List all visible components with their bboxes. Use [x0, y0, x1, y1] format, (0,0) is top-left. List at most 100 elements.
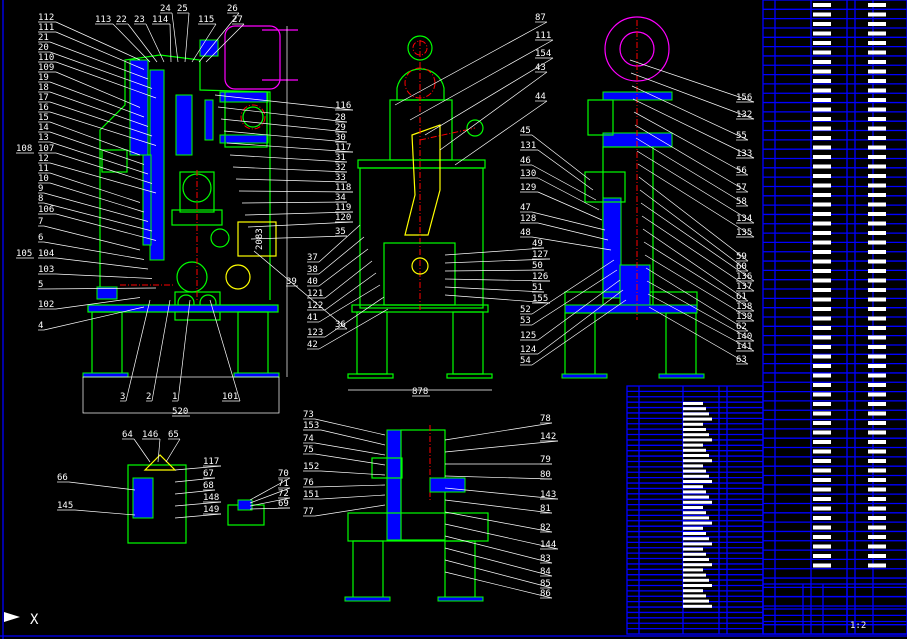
parts-list-cell-text — [868, 240, 886, 245]
parts-list-cell-text — [868, 563, 886, 568]
leader-line — [444, 535, 553, 564]
leader-line — [444, 559, 553, 589]
leader-line — [642, 228, 749, 302]
part-label: 118 — [335, 183, 351, 193]
leader-line — [444, 547, 553, 577]
leader-line — [531, 299, 627, 366]
parts-list-cell-text — [868, 297, 886, 302]
leader-line — [537, 191, 603, 221]
part-label: 71 — [278, 479, 289, 489]
leader-line — [409, 39, 554, 121]
leader-line — [444, 523, 559, 550]
part-label: 78 — [540, 414, 551, 424]
part-label: 40 — [307, 277, 318, 287]
parts-list-cell-text — [813, 22, 831, 26]
part-label: 61 — [736, 292, 747, 302]
parts-list-cell-text — [683, 448, 706, 452]
parts-list-cell-text — [683, 495, 709, 499]
parts-list-cell-text — [683, 438, 712, 442]
parts-list-cell-text — [683, 433, 709, 437]
part-label: 59 — [736, 252, 747, 262]
parts-list-cell-text — [868, 22, 886, 26]
parts-list-cell-text — [813, 383, 831, 387]
leader-line — [49, 131, 145, 165]
parts-list-cell-text — [868, 440, 886, 444]
parts-list-cell-text — [868, 459, 886, 463]
leader-line — [537, 222, 609, 241]
leader-line — [249, 497, 291, 507]
parts-list-cell-text — [813, 563, 831, 568]
parts-list-cell-text — [868, 345, 886, 349]
part-label: 41 — [307, 313, 318, 323]
part-label: 131 — [520, 141, 536, 151]
parts-list-cell-text — [683, 568, 703, 572]
leader-line — [165, 438, 181, 463]
leader-line — [324, 296, 385, 338]
part-label: 143 — [540, 490, 556, 500]
leader-line — [531, 211, 606, 231]
part-label: 130 — [520, 169, 536, 179]
part-label: 141 — [736, 342, 752, 352]
part-label: 45 — [520, 126, 531, 136]
parts-list-cell-text — [868, 231, 886, 235]
part-label: 77 — [303, 507, 314, 517]
part-label: 47 — [520, 203, 531, 213]
leader-line — [220, 118, 348, 133]
leader-line — [125, 299, 151, 402]
parts-list-cell-text — [868, 392, 886, 397]
part-label: 81 — [540, 504, 551, 514]
parts-list-cell-text — [868, 373, 886, 378]
leader-line — [444, 294, 551, 304]
part-label: 520 — [172, 407, 188, 417]
leader-line — [633, 111, 749, 176]
leader-line — [631, 85, 749, 141]
leader-line — [394, 21, 548, 106]
leader-line — [648, 306, 749, 365]
part-label: 51 — [532, 283, 543, 293]
parts-list-cell-text — [868, 525, 886, 530]
parts-list-cell-text — [813, 468, 831, 473]
part-label: 103 — [38, 265, 54, 275]
parts-list-cell-text — [683, 563, 712, 567]
parts-list-cell-text — [813, 554, 831, 558]
parts-list-cell-text — [868, 174, 886, 178]
leader-line — [49, 101, 153, 137]
parts-list-cell-text — [683, 417, 712, 421]
parts-list-cell-text — [813, 345, 831, 349]
parts-list-cell-text — [813, 259, 831, 264]
parts-list-cell-text — [813, 69, 831, 74]
parts-list-cell-text — [683, 506, 703, 509]
part-label: 84 — [540, 567, 551, 577]
part-label: 1 — [172, 392, 177, 402]
part-label: 23 — [134, 15, 145, 25]
parts-list-cell-text — [813, 212, 831, 216]
parts-list-cell-text — [683, 526, 703, 530]
parts-list-cell-text — [813, 79, 831, 83]
parts-list-cell-text — [683, 578, 709, 582]
parts-list-cell-text — [813, 506, 831, 511]
leader-line — [324, 272, 377, 311]
part-label: 11 — [38, 164, 49, 174]
parts-list-cell-text — [868, 50, 886, 55]
part-label: 104 — [38, 249, 54, 259]
parts-list-cell-text — [868, 478, 886, 482]
parts-list-cell-text — [683, 521, 712, 525]
parts-list-cell-text — [813, 297, 831, 302]
parts-list-table — [626, 0, 907, 635]
parts-list-cell-text — [683, 584, 712, 587]
leader-line — [454, 100, 548, 166]
part-label: 21 — [38, 33, 49, 43]
part-label: 22 — [116, 15, 127, 25]
parts-list-cell-text — [683, 599, 709, 603]
parts-list-cell-text — [683, 532, 706, 535]
leader-line — [640, 202, 755, 282]
leader-line — [537, 177, 600, 211]
part-label: 125 — [520, 331, 536, 341]
part-label: 4 — [38, 321, 43, 331]
part-label: 74 — [303, 434, 314, 444]
part-label: 137 — [736, 282, 752, 292]
parts-list-cell-text — [868, 212, 886, 216]
part-label: 128 — [520, 214, 536, 224]
parts-list-cell-text — [868, 316, 886, 321]
parts-list-cell-text — [813, 183, 831, 188]
